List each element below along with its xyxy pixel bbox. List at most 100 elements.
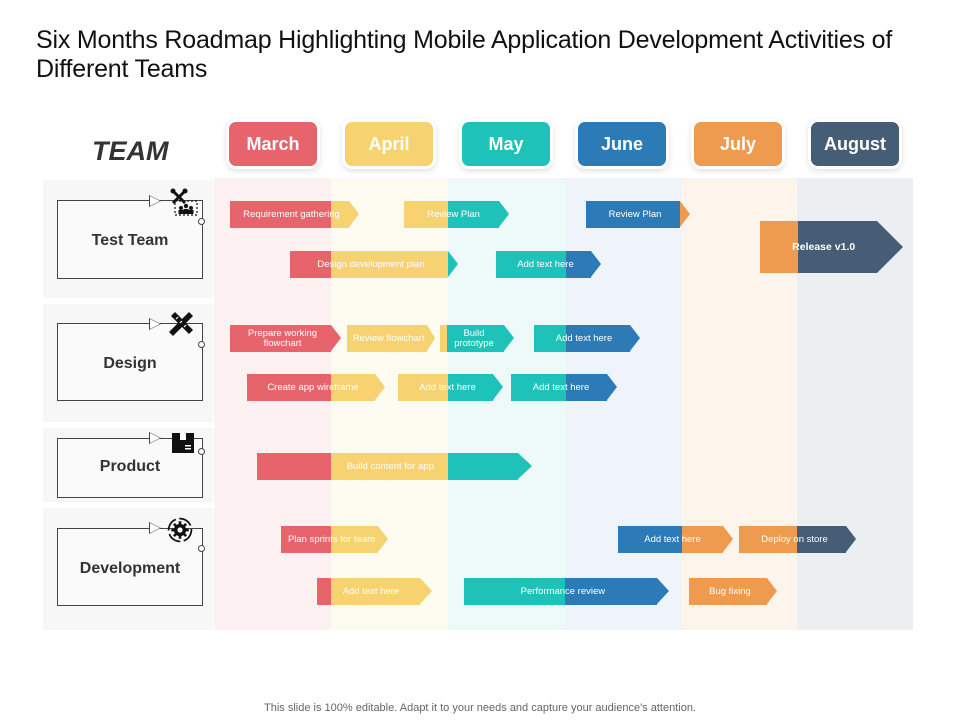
task-bar-segment xyxy=(331,201,349,228)
task-bar-segment xyxy=(618,526,682,553)
team-label: Development xyxy=(79,560,181,577)
task-bar-segment xyxy=(317,578,331,605)
task-bar-segment xyxy=(682,526,723,553)
task-bar-arrow-tip xyxy=(331,325,341,351)
task-bar-segment xyxy=(447,325,504,352)
task-label: Requirement gathering xyxy=(243,208,340,220)
task-bar-arrow-tip xyxy=(504,325,514,351)
task-label: Create app wireframe xyxy=(267,381,359,393)
footer-note: This slide is 100% editable. Adapt it to… xyxy=(264,702,696,714)
connector-dot xyxy=(198,448,205,455)
task-bar-segment xyxy=(290,251,331,278)
task-label: Add text here xyxy=(342,585,400,597)
task-label: Bug fixing xyxy=(709,585,751,597)
task-bar: Performance review xyxy=(464,578,669,605)
task-bar-segment xyxy=(281,526,331,553)
month-header-april: April xyxy=(345,122,433,166)
task-bar-arrow-tip xyxy=(767,578,777,604)
task-bar-arrow-tip xyxy=(657,578,669,604)
task-bar-segment xyxy=(404,201,448,228)
task-bar: Review flowchart xyxy=(347,325,435,352)
task-bar: Add text here xyxy=(534,325,640,352)
task-bar-segment xyxy=(331,374,375,401)
task-bar-segment xyxy=(689,578,767,605)
task-bar: Release v1.0 xyxy=(760,221,903,273)
task-label: Add text here xyxy=(517,258,574,270)
task-bar-segment xyxy=(331,578,420,605)
task-bar: Requirement gathering xyxy=(230,201,359,228)
task-bar-arrow-tip xyxy=(846,526,856,552)
task-bar-arrow-tip xyxy=(499,201,509,227)
task-bar-segment xyxy=(440,325,447,352)
team-label: Test Team xyxy=(91,232,169,249)
task-label: Review Plan xyxy=(427,208,480,220)
task-bar-arrow-tip xyxy=(378,526,388,552)
arrow-head-fill xyxy=(150,319,160,329)
task-bar-segment xyxy=(760,221,798,273)
task-label: Add text here xyxy=(532,381,590,393)
task-bar-segment xyxy=(230,201,331,228)
task-bar-segment xyxy=(565,578,657,605)
task-bar-arrow-tip xyxy=(607,374,617,400)
task-bar-segment xyxy=(448,453,518,480)
task-bar: Add text here xyxy=(317,578,432,605)
team-box-design: Design xyxy=(57,323,203,401)
connector-dot xyxy=(198,545,205,552)
arrow-head-fill xyxy=(150,196,160,206)
task-bar-segment xyxy=(331,453,448,480)
task-bar-segment xyxy=(448,201,499,228)
task-bar: Plan sprints for team xyxy=(281,526,388,553)
pencil-ruler-icon xyxy=(169,312,193,336)
task-bar-arrow-tip xyxy=(375,374,385,400)
team-label: Design xyxy=(103,355,157,372)
task-bar-segment xyxy=(464,578,565,605)
task-bar-segment xyxy=(496,251,566,278)
month-header-march: March xyxy=(229,122,317,166)
month-column-april xyxy=(331,178,448,630)
month-column-may xyxy=(448,178,565,630)
task-label: Design development plan xyxy=(317,258,425,270)
arrow-head-fill xyxy=(150,523,160,533)
tools-team-icon xyxy=(170,188,198,216)
month-header-august: August xyxy=(811,122,899,166)
task-label: Prepare working flowchart xyxy=(247,327,318,349)
task-label: Add text here xyxy=(419,381,476,393)
box-icon xyxy=(172,433,194,453)
task-bar-arrow-tip xyxy=(680,201,690,227)
task-bar: Bug fixing xyxy=(689,578,777,605)
task-bar: Create app wireframe xyxy=(247,374,385,401)
task-bar-arrow-tip xyxy=(591,251,601,277)
task-label: Add text here xyxy=(644,533,701,545)
task-bar: Deploy on store xyxy=(739,526,856,553)
task-bar-segment xyxy=(534,325,566,352)
team-label: Product xyxy=(99,458,161,475)
task-label: Review flowchart xyxy=(352,332,425,344)
task-bar: Add text here xyxy=(496,251,601,278)
task-bar-segment xyxy=(739,526,797,553)
task-bar-arrow-tip xyxy=(448,251,458,277)
task-bar-arrow-tip xyxy=(630,325,640,351)
task-label: Deploy on store xyxy=(761,533,828,545)
task-bar: Build prototype xyxy=(440,325,514,352)
task-bar-segment xyxy=(257,453,331,480)
task-bar-segment xyxy=(511,374,566,401)
task-bar: Add text here xyxy=(511,374,617,401)
task-label: Build content for app xyxy=(346,460,434,472)
task-bar-arrow-tip xyxy=(427,325,435,351)
task-bar-segment xyxy=(247,374,331,401)
task-bar-arrow-tip xyxy=(723,526,733,552)
arrow-head-fill xyxy=(150,433,160,443)
task-bar-segment xyxy=(398,374,448,401)
month-header-june: June xyxy=(578,122,666,166)
task-bar: Review Plan xyxy=(404,201,509,228)
task-label: Plan sprints for team xyxy=(287,533,376,545)
task-bar-segment xyxy=(448,374,493,401)
task-bar: Add text here xyxy=(398,374,503,401)
connector-dot xyxy=(198,341,205,348)
task-label: Performance review xyxy=(520,585,606,597)
month-header-july: July xyxy=(694,122,782,166)
month-column-march xyxy=(214,178,331,630)
page-title: Six Months Roadmap Highlighting Mobile A… xyxy=(36,26,893,83)
task-bar-segment xyxy=(331,251,448,278)
connector-dot xyxy=(198,218,205,225)
